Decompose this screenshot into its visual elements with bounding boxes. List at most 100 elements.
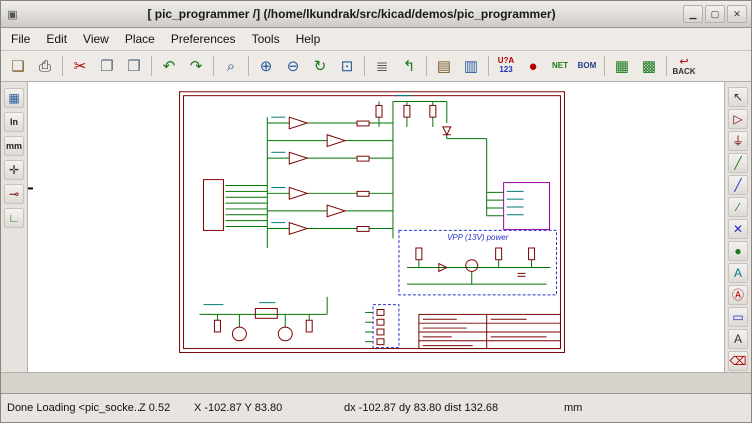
grid-toggle-button[interactable]: ▦ (4, 88, 24, 108)
print-icon: ⎙ (39, 59, 51, 74)
junction-icon: ● (734, 245, 741, 257)
bom-icon: BOM (578, 62, 597, 70)
annotate-icon-numbers: 123 (499, 66, 512, 75)
inches-label: In (10, 118, 18, 127)
new-schematic-button[interactable]: ❏ (5, 53, 31, 79)
units-inches-button[interactable]: In (4, 112, 24, 132)
new-schematic-icon: ❏ (11, 59, 24, 74)
hv-wires-button[interactable]: ∟ (4, 208, 24, 228)
copy-icon: ❐ (100, 59, 113, 74)
main-area: ▦ In mm ✛ ⊸ ∟ (1, 82, 751, 372)
toolbar-separator (62, 56, 63, 76)
redo-icon: ↷ (190, 59, 203, 74)
cursor-shape-button[interactable]: ✛ (4, 160, 24, 180)
menu-file[interactable]: File (3, 30, 38, 48)
show-hierarchy-button[interactable]: ≣ (369, 53, 395, 79)
run-cvpcb-button[interactable]: ▦ (609, 53, 635, 79)
no-connect-button[interactable]: ✕ (728, 219, 748, 239)
copy-button[interactable]: ❐ (94, 53, 120, 79)
menubar: File Edit View Place Preferences Tools H… (1, 28, 751, 51)
library-browser-button[interactable]: ▤ (431, 53, 457, 79)
menu-preferences[interactable]: Preferences (163, 30, 244, 48)
text-icon: A (734, 333, 742, 345)
menu-place[interactable]: Place (117, 30, 163, 48)
toolbar-separator (364, 56, 365, 76)
place-bus-button[interactable]: ╱ (728, 175, 748, 195)
zoom-out-button[interactable]: ⊖ (280, 53, 306, 79)
back-annotate-label: BACK (672, 68, 695, 76)
minimize-button[interactable]: ▁ (683, 5, 703, 23)
netlist-icon: NET (552, 62, 568, 70)
cursor-arrow-icon: ↖ (733, 91, 743, 103)
menu-view[interactable]: View (75, 30, 117, 48)
pcbnew-icon: ▩ (642, 59, 656, 74)
main-toolbar: ❏ ⎙ ✂ ❐ ❒ ↶ ↷ ⌕ ⊕ ⊖ ↻ ⊡ ≣ ↰ ▤ ▥ U?A 123 … (1, 51, 751, 82)
no-connect-icon: ✕ (733, 223, 743, 235)
units-mm-button[interactable]: mm (4, 136, 24, 156)
window-title: [ pic_programmer /] (/home/lkundrak/src/… (24, 7, 679, 21)
orthogonal-wire-icon: ∟ (8, 212, 20, 224)
print-button[interactable]: ⎙ (32, 53, 58, 79)
power-port-icon: ⏚ (732, 135, 744, 147)
zoom-in-button[interactable]: ⊕ (253, 53, 279, 79)
search-icon: ⌕ (227, 59, 235, 74)
redo-button[interactable]: ↷ (183, 53, 209, 79)
erc-button[interactable]: ● (520, 53, 546, 79)
library-editor-button[interactable]: ▥ (458, 53, 484, 79)
menu-help[interactable]: Help (288, 30, 329, 48)
delete-icon: ⌫ (730, 355, 747, 367)
run-pcbnew-button[interactable]: ▩ (636, 53, 662, 79)
toolbar-separator (488, 56, 489, 76)
annotate-button[interactable]: U?A 123 (493, 53, 519, 79)
undo-button[interactable]: ↶ (156, 53, 182, 79)
hierarchy-icon: ≣ (376, 59, 389, 74)
titlebar[interactable]: ▣ [ pic_programmer /] (/home/lkundrak/sr… (1, 1, 751, 28)
redraw-icon: ↻ (314, 59, 327, 74)
cursor-tool-button[interactable]: ↖ (728, 87, 748, 107)
find-button[interactable]: ⌕ (218, 53, 244, 79)
leave-sheet-button[interactable]: ↰ (396, 53, 422, 79)
paste-button[interactable]: ❒ (121, 53, 147, 79)
window-menu-icon[interactable]: ▣ (5, 7, 20, 22)
close-button[interactable]: ✕ (727, 5, 747, 23)
net-labels (203, 96, 523, 305)
delete-tool-button[interactable]: ⌫ (728, 351, 748, 371)
wire-to-bus-entry-button[interactable]: ∕ (728, 197, 748, 217)
toolbar-separator (248, 56, 249, 76)
bus-icon: ╱ (734, 179, 741, 191)
place-sheet-button[interactable]: ▭ (728, 307, 748, 327)
hidden-pins-button[interactable]: ⊸ (4, 184, 24, 204)
place-wire-button[interactable]: ╱ (728, 153, 748, 173)
window-controls: ▁ ▢ ✕ (683, 5, 747, 23)
place-text-button[interactable]: A (728, 329, 748, 349)
paste-icon: ❒ (127, 59, 140, 74)
statusbar: Done Loading <pic_socke... Z 0.52 X -102… (1, 393, 751, 422)
zoom-fit-icon: ⊡ (341, 59, 354, 74)
bom-button[interactable]: BOM (574, 53, 600, 79)
right-tools-toolbar: ↖ ▷ ⏚ ╱ ╱ ∕ ✕ ● A Ⓐ ▭ A ⌫ (724, 82, 751, 372)
toolbar-separator (151, 56, 152, 76)
cut-icon: ✂ (74, 59, 87, 74)
redraw-button[interactable]: ↻ (307, 53, 333, 79)
library-editor-icon: ▥ (464, 59, 478, 74)
wire-icon: ╱ (734, 157, 741, 169)
back-annotate-button[interactable]: ↩ BACK (671, 53, 697, 79)
place-component-button[interactable]: ▷ (728, 109, 748, 129)
net-label-icon: A (734, 267, 742, 279)
maximize-button[interactable]: ▢ (705, 5, 725, 23)
net-label-button[interactable]: A (728, 263, 748, 283)
schematic-canvas[interactable]: VPP (13V) power (28, 82, 724, 372)
cut-button[interactable]: ✂ (67, 53, 93, 79)
place-power-port-button[interactable]: ⏚ (728, 131, 748, 151)
global-label-icon: Ⓐ (732, 289, 744, 301)
status-units: mm (564, 402, 644, 414)
global-label-button[interactable]: Ⓐ (728, 285, 748, 305)
zoom-fit-button[interactable]: ⊡ (334, 53, 360, 79)
status-zoom: Z 0.52 (139, 402, 194, 414)
netlist-button[interactable]: NET (547, 53, 573, 79)
place-junction-button[interactable]: ● (728, 241, 748, 261)
status-message: Done Loading <pic_socke... (7, 402, 139, 414)
components (203, 105, 534, 344)
menu-tools[interactable]: Tools (244, 30, 288, 48)
menu-edit[interactable]: Edit (38, 30, 75, 48)
